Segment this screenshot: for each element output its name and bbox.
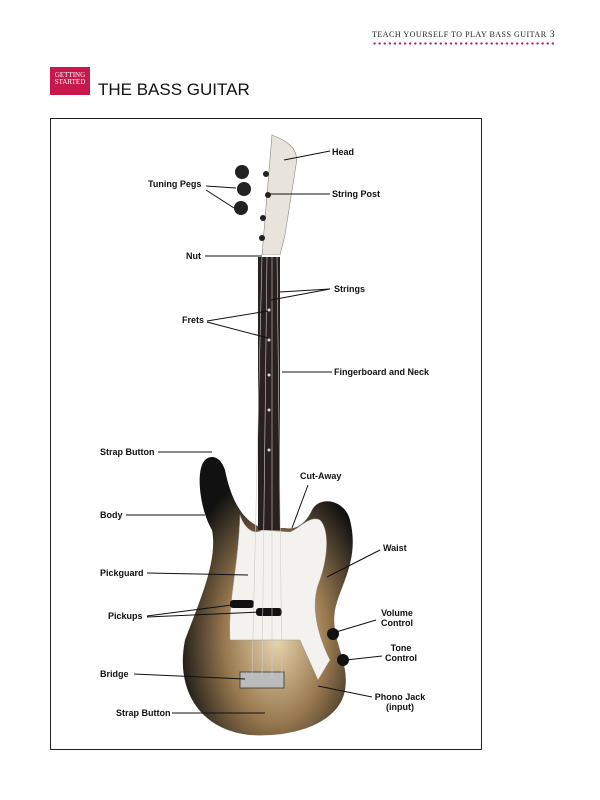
volume-line1: Volume — [381, 608, 413, 618]
label-nut: Nut — [186, 251, 201, 261]
label-cut-away: Cut-Away — [300, 471, 342, 481]
label-pickguard: Pickguard — [100, 568, 144, 578]
page-title: THE BASS GUITAR — [98, 80, 250, 99]
running-header: TEACH YOURSELF TO PLAY BASS GUITAR — [372, 30, 547, 39]
label-frets: Frets — [182, 315, 205, 325]
figure-frame — [50, 118, 482, 750]
page-number: 3 — [550, 29, 555, 39]
label-waist: Waist — [383, 543, 407, 553]
label-head: Head — [332, 147, 355, 157]
tone-line2: Control — [385, 653, 417, 663]
label-pickups: Pickups — [108, 611, 143, 621]
label-strap-button-bottom: Strap Button — [116, 708, 171, 718]
label-fingerboard: Fingerboard and Neck — [334, 367, 430, 377]
label-string-post: String Post — [332, 189, 381, 199]
tone-line1: Tone — [390, 643, 412, 653]
badge-line1: GETTING — [54, 71, 86, 79]
leader-lines — [126, 150, 383, 714]
label-strap-button-top: Strap Button — [100, 447, 155, 457]
volume-line2: Control — [381, 618, 413, 628]
phono-line1: Phono Jack — [374, 692, 426, 702]
label-body: Body — [100, 510, 123, 520]
label-bridge: Bridge — [100, 669, 129, 679]
label-phono-jack: Phono Jack(input) — [372, 692, 428, 712]
dotted-rule — [372, 42, 556, 45]
guitar-neck — [234, 134, 297, 679]
label-strings: Strings — [334, 284, 366, 294]
badge-line2: STARTED — [54, 78, 86, 86]
phono-line2: (input) — [386, 702, 414, 712]
label-tuning-pegs: Tuning Pegs — [148, 179, 202, 189]
